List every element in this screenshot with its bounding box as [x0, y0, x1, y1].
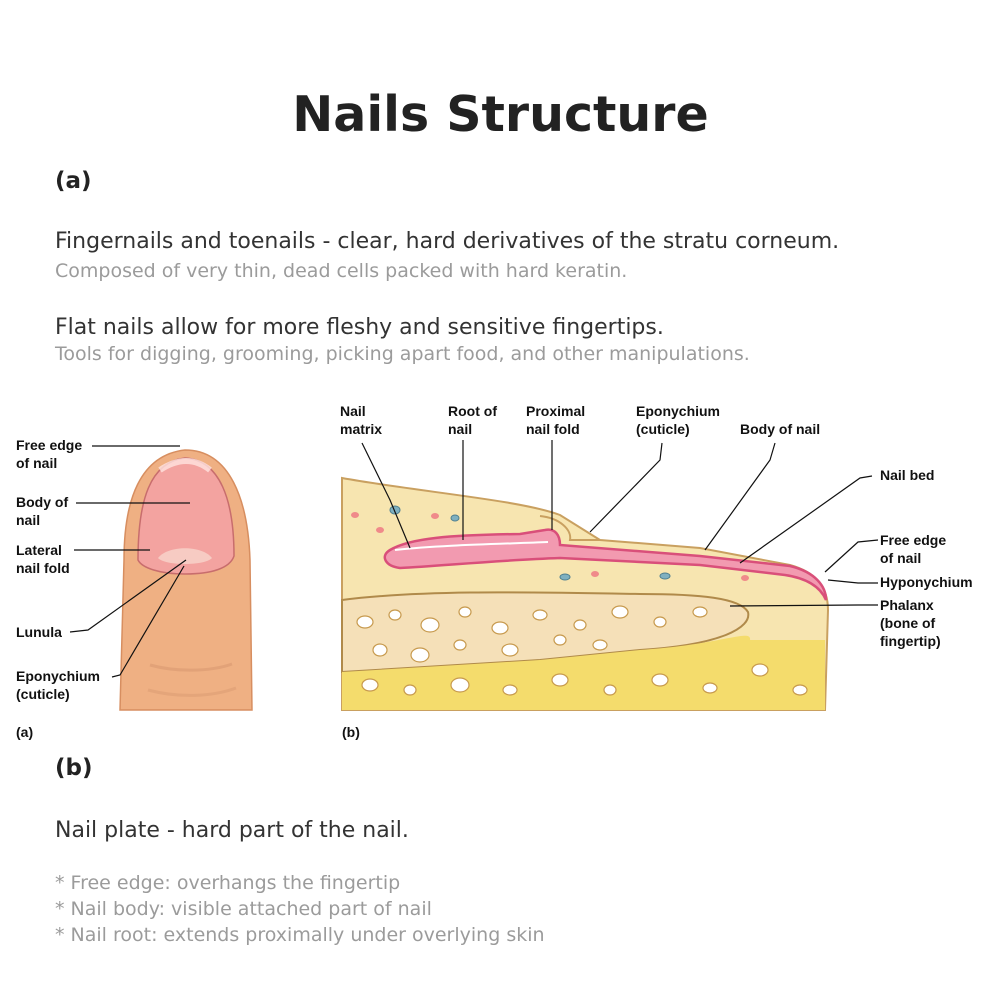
label-eponychium-a-2: (cuticle) — [16, 686, 70, 702]
bullet-free-edge: * Free edge: overhangs the fingertip — [55, 872, 401, 894]
label-nail-bed: Nail bed — [880, 467, 934, 483]
label-hyponychium: Hyponychium — [880, 574, 973, 590]
figure-a-caption: (a) — [16, 724, 33, 740]
bullet-list: * Free edge: overhangs the fingertip * N… — [55, 870, 545, 948]
fingertip-illustration — [119, 449, 253, 711]
section-b-heading: (b) — [55, 755, 93, 781]
label-free-edge-b-2: of nail — [880, 550, 921, 566]
bone-cells — [356, 605, 808, 696]
para1-sub-text: Composed of very thin, dead cells packed… — [55, 260, 628, 282]
label-body-a-2: nail — [16, 512, 40, 528]
para2-main-text: Flat nails allow for more fleshy and sen… — [55, 315, 664, 340]
nail-anatomy-figure: Free edge of nail Body of nail Lateral n… — [16, 403, 973, 740]
figure-a-leader-lines — [69, 445, 190, 678]
para1-main-text: Fingernails and toenails - clear, hard d… — [55, 229, 840, 254]
label-body-b: Body of nail — [740, 421, 820, 437]
label-body-a-1: Body of — [16, 494, 68, 510]
label-root-2: nail — [448, 421, 472, 437]
label-matrix-2: matrix — [340, 421, 382, 437]
phalanx-bone — [341, 591, 750, 674]
para3-main-text: Nail plate - hard part of the nail. — [55, 818, 409, 843]
nail-plate-section — [383, 528, 828, 601]
label-lateral-2: nail fold — [16, 560, 70, 576]
label-eponychium-b-1: Eponychium — [636, 403, 720, 419]
label-free-edge-b-1: Free edge — [880, 532, 946, 548]
nail-plate — [137, 457, 235, 575]
cross-section-illustration — [341, 476, 830, 711]
para2-sub-text: Tools for digging, grooming, picking apa… — [55, 343, 750, 365]
label-phalanx-3: fingertip) — [880, 633, 941, 649]
section-a-heading: (a) — [55, 168, 92, 194]
figure-b-caption: (b) — [342, 724, 360, 740]
label-free-edge-a-2: of nail — [16, 455, 57, 471]
label-proximal-1: Proximal — [526, 403, 585, 419]
label-phalanx-1: Phalanx — [880, 597, 934, 613]
label-lateral-1: Lateral — [16, 542, 62, 558]
lunula-shape — [158, 548, 212, 564]
label-eponychium-b-2: (cuticle) — [636, 421, 690, 437]
tissue-cells — [351, 505, 749, 581]
label-root-1: Root of — [448, 403, 497, 419]
page-title: Nails Structure — [292, 86, 709, 143]
label-free-edge-a-1: Free edge — [16, 437, 82, 453]
label-matrix-1: Nail — [340, 403, 366, 419]
figure-b-leader-lines — [361, 440, 879, 607]
label-eponychium-a-1: Eponychium — [16, 668, 100, 684]
bullet-nail-body: * Nail body: visible attached part of na… — [55, 898, 432, 920]
label-lunula: Lunula — [16, 624, 62, 640]
label-phalanx-2: (bone of — [880, 615, 936, 631]
bullet-nail-root: * Nail root: extends proximally under ov… — [55, 924, 545, 946]
label-proximal-2: nail fold — [526, 421, 580, 437]
